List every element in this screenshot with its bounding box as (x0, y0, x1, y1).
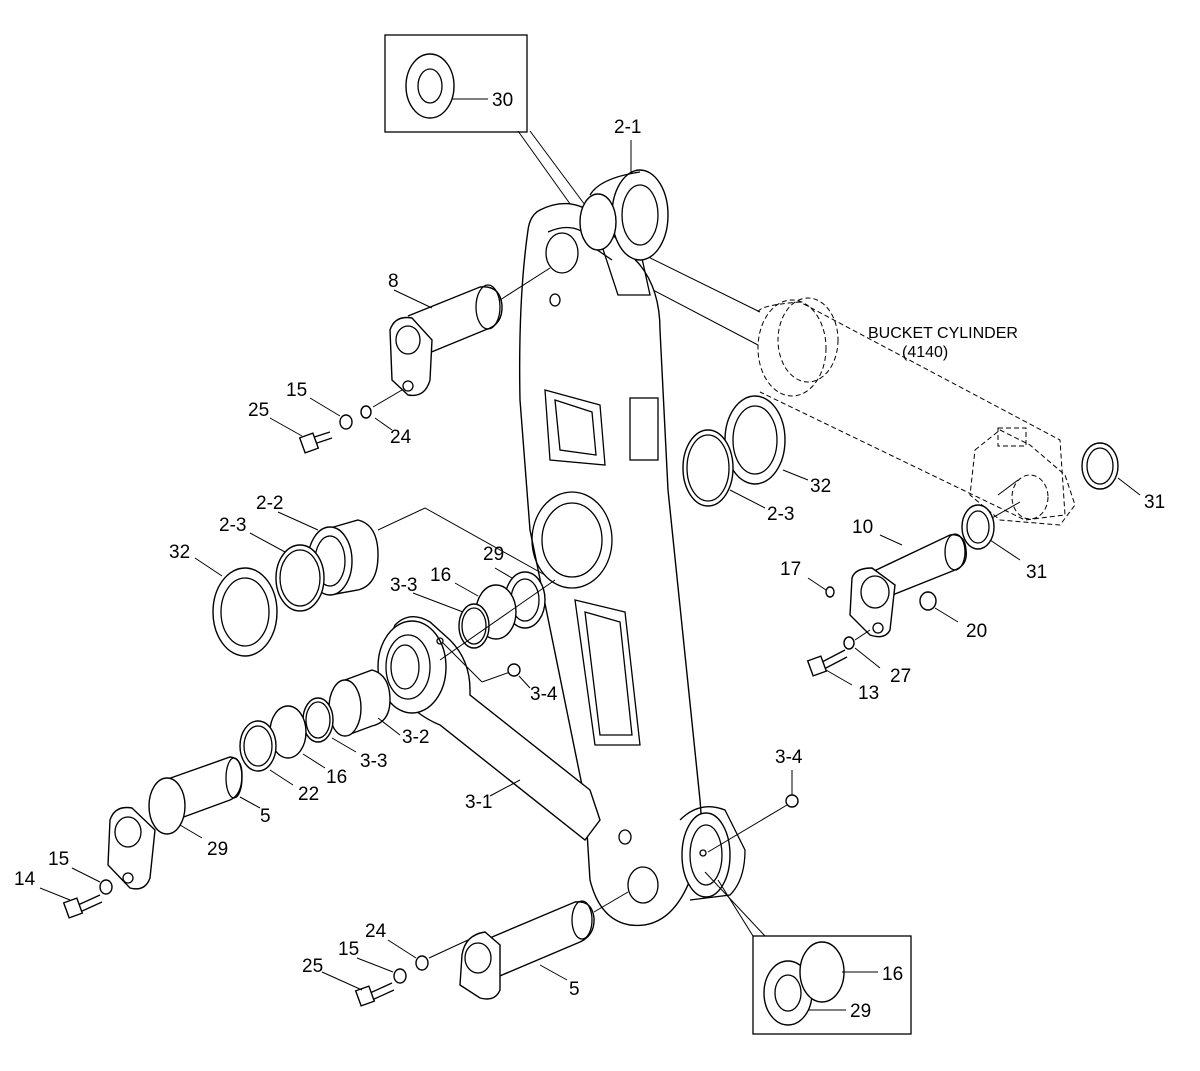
label-5-left: 5 (260, 806, 271, 827)
label-32-left: 32 (169, 542, 190, 563)
bolt-13 (806, 649, 848, 677)
label-3-4-lower: 3-4 (775, 747, 803, 768)
bucket-cylinder-ref: (4140) (902, 344, 948, 361)
part-labels: 30 2-1 8 15 25 24 32 2-3 31 2-2 2-3 32 2… (14, 90, 1165, 1022)
label-13: 13 (858, 683, 879, 704)
washer-32-right (724, 395, 786, 485)
label-16-lower: 16 (326, 767, 347, 788)
washer-31-right (1081, 442, 1119, 490)
label-20: 20 (966, 621, 987, 642)
bushing-3-2 (328, 669, 391, 737)
label-2-3-right: 2-3 (767, 504, 794, 525)
ring-3-3-lower (302, 697, 334, 743)
inset-box-bottom (752, 935, 912, 1035)
ring-3-3-upper (458, 603, 490, 649)
bellcrank-arm (518, 202, 746, 927)
label-25-b: 25 (302, 956, 323, 977)
washer-31-mid (961, 504, 995, 550)
pin-5-bottom (459, 900, 595, 1000)
label-15-a: 15 (286, 380, 307, 401)
washer-15-b (99, 879, 113, 895)
label-2-3-left: 2-3 (219, 515, 246, 536)
label-24-a: 24 (390, 427, 412, 448)
bucket-cylinder (629, 247, 1076, 526)
label-24-b: 24 (365, 921, 387, 942)
label-3-3-lower: 3-3 (360, 751, 387, 772)
bolt-25-a (298, 431, 333, 454)
label-10: 10 (852, 517, 873, 538)
spacer-20 (919, 591, 937, 611)
label-31-mid: 31 (1026, 562, 1047, 583)
ring-22 (239, 720, 277, 772)
pin-5-left (107, 756, 243, 890)
label-29-center: 29 (483, 544, 504, 565)
label-2-2: 2-2 (256, 493, 283, 514)
washer-30 (405, 53, 455, 119)
inset-box-top (384, 34, 528, 133)
bushing-2-1 (579, 169, 669, 261)
pin-10 (849, 533, 967, 638)
link-3-1 (377, 579, 601, 841)
pin-8 (389, 284, 503, 397)
label-31-right: 31 (1144, 492, 1165, 513)
label-15-b: 15 (48, 849, 69, 870)
nut-24-b (415, 955, 429, 971)
label-29-left: 29 (207, 839, 228, 860)
label-3-4-upper: 3-4 (530, 684, 558, 705)
label-29-inset: 29 (850, 1001, 871, 1022)
shim-16-inset (799, 941, 845, 1003)
label-16-inset: 16 (882, 964, 903, 985)
ring-2-3-right (682, 429, 734, 507)
leader-lines (39, 140, 1141, 991)
inset-pointer (529, 130, 586, 206)
label-3-2: 3-2 (402, 727, 429, 748)
label-15-c: 15 (338, 939, 359, 960)
bolt-14 (62, 894, 103, 919)
label-22: 22 (298, 784, 319, 805)
label-3-3-upper: 3-3 (390, 575, 417, 596)
label-32-right: 32 (810, 476, 831, 497)
washer-15-a (339, 414, 353, 430)
washer-15-c (393, 968, 407, 984)
label-17: 17 (780, 559, 801, 580)
label-14: 14 (14, 869, 36, 890)
label-3-1: 3-1 (465, 792, 492, 813)
nut-24-a (360, 405, 372, 419)
washer-27 (843, 636, 855, 650)
bucket-cylinder-title: BUCKET CYLINDER (868, 325, 1018, 342)
washer-32-left (212, 567, 278, 657)
grease-fitting-17 (825, 586, 835, 598)
label-30: 30 (492, 90, 513, 111)
label-27: 27 (890, 666, 911, 687)
label-5-bottom: 5 (569, 979, 580, 1000)
label-16-center: 16 (430, 565, 451, 586)
label-2-1: 2-1 (614, 117, 641, 138)
grease-fitting-3-4-upper (507, 663, 521, 677)
bolt-25-b (354, 982, 395, 1007)
label-25-a: 25 (248, 400, 269, 421)
ring-2-3-left (275, 544, 325, 612)
grease-fitting-3-4-lower (785, 794, 799, 808)
label-8: 8 (388, 271, 399, 292)
